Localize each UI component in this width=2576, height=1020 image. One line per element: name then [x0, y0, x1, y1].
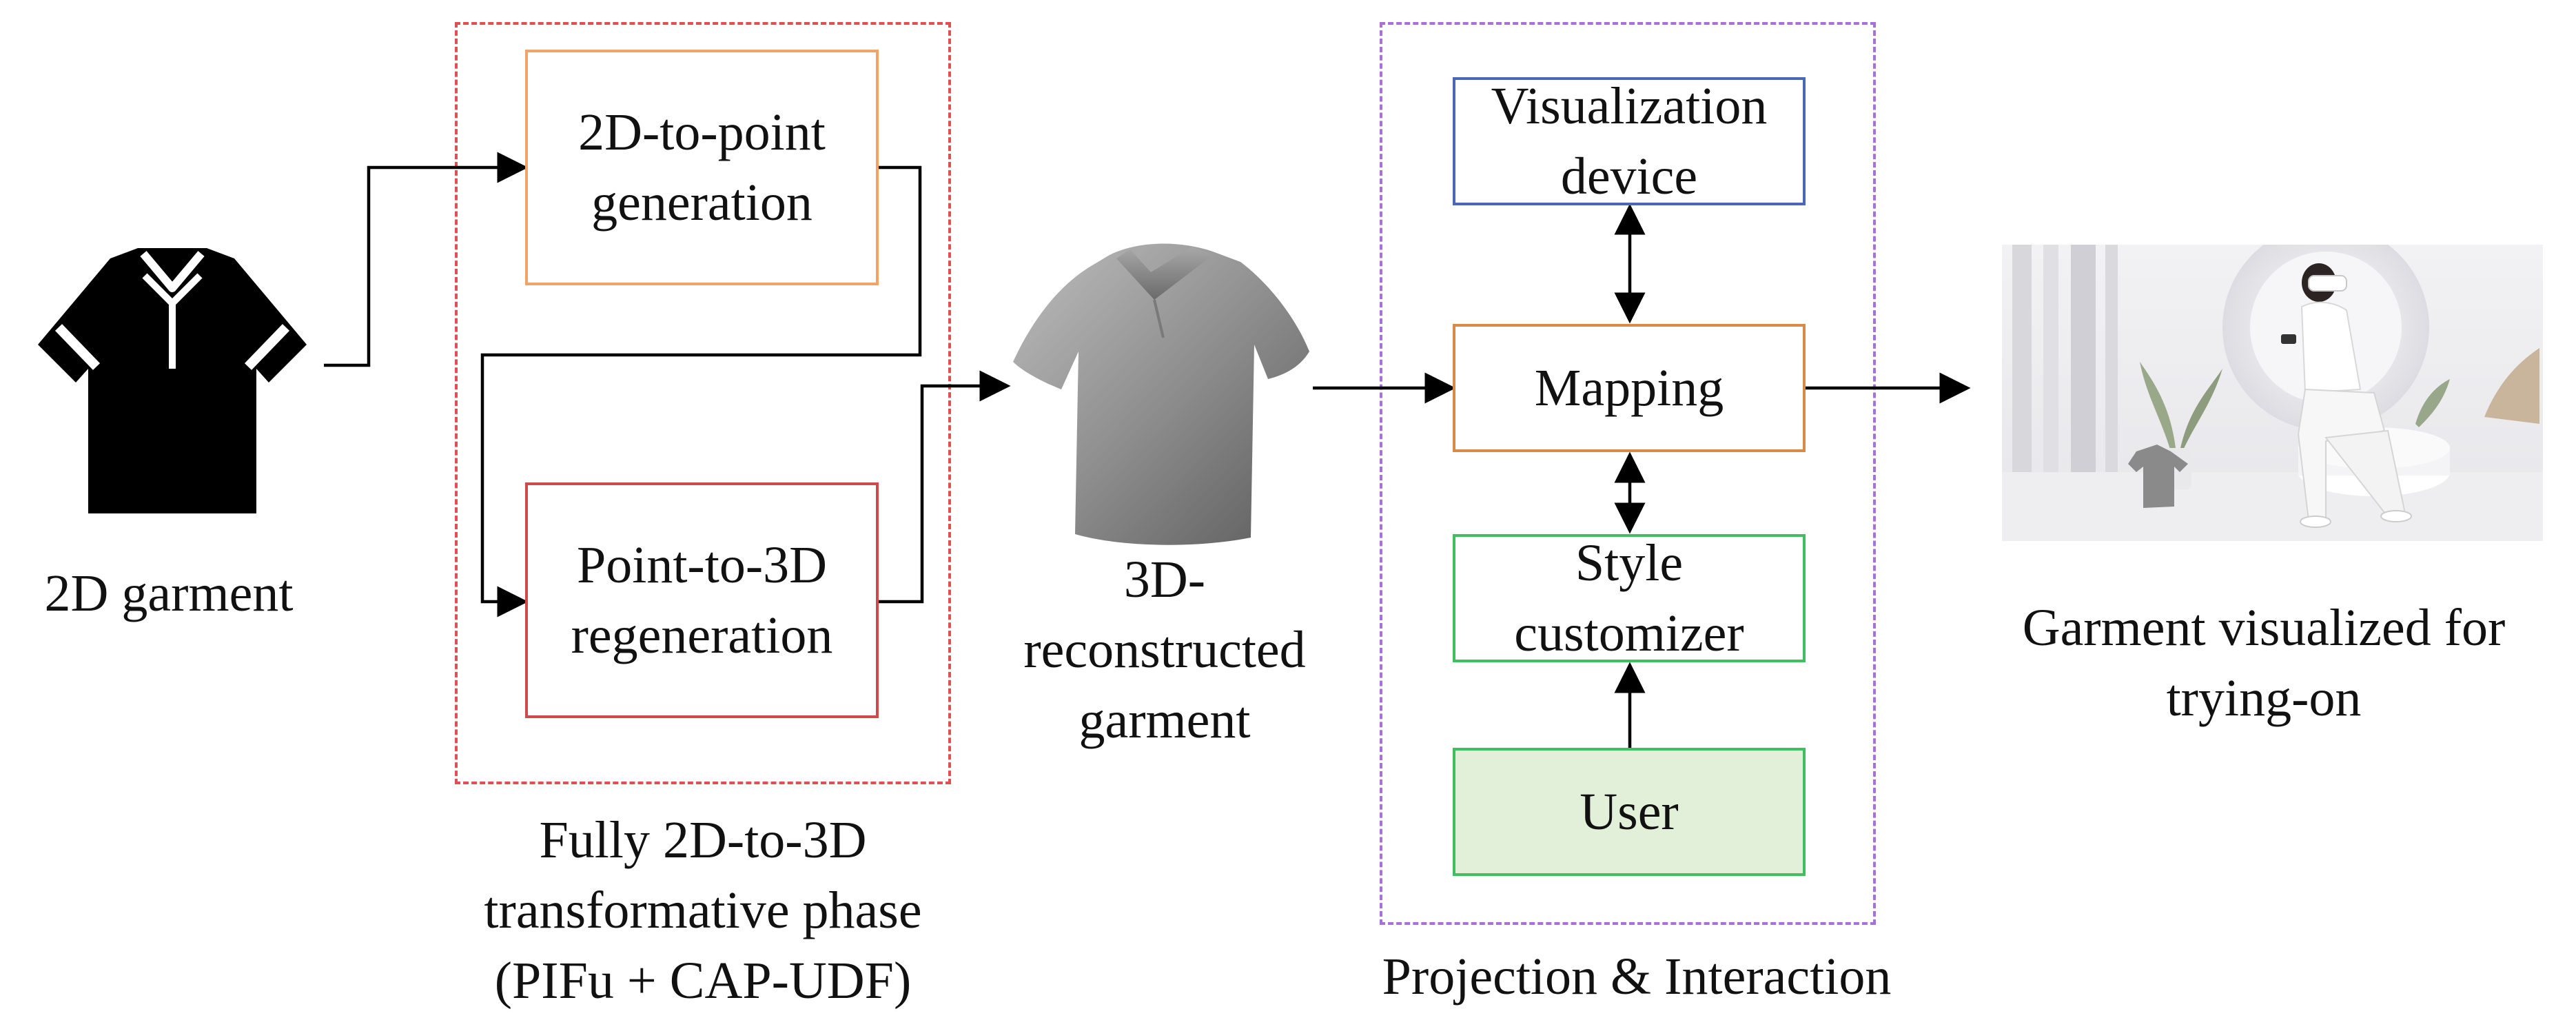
- projection-interaction-group: [1380, 22, 1876, 925]
- reconstructed-garment-label: 3D- reconstructed garment: [1023, 551, 1306, 749]
- transformative-phase-caption: Fully 2D-to-3D transformative phase (PIF…: [484, 811, 922, 1010]
- output-garment-label: Garment visualized for trying-on: [2022, 599, 2506, 727]
- arrow-garment-to-point: [324, 152, 529, 367]
- input-garment-label: 2D garment: [44, 564, 294, 622]
- vr-user-scene: [2002, 245, 2543, 541]
- box-mapping: Mapping: [1453, 324, 1806, 452]
- transformative-phase-group: [455, 22, 951, 784]
- arrow-point-to-3d: [480, 165, 922, 618]
- 3d-shirt-icon: [1013, 243, 1309, 545]
- shirt-icon: [38, 248, 307, 513]
- projection-interaction-caption: Projection & Interaction: [1382, 948, 1892, 1006]
- arrow-to-reconstructed: [879, 370, 1011, 604]
- box-user: User: [1453, 748, 1806, 876]
